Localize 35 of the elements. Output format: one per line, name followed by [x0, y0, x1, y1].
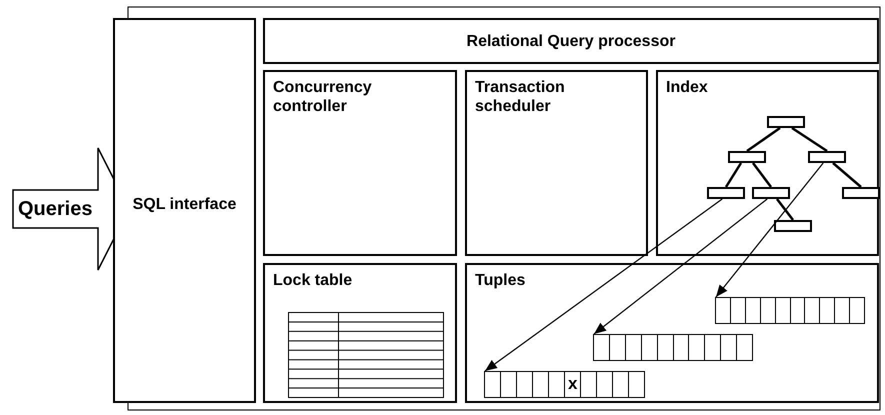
arrow-label: Queries — [18, 197, 92, 221]
box-title: Concurrency controller — [273, 78, 373, 116]
component-box — [465, 70, 648, 256]
tree-branch — [752, 162, 772, 188]
component-box — [113, 18, 256, 403]
tree-node — [707, 187, 745, 199]
tuple-array — [484, 371, 645, 398]
component-box — [656, 70, 879, 256]
tree-branch — [832, 162, 862, 188]
box-title: Tuples — [475, 271, 526, 290]
box-title: Index — [666, 78, 709, 97]
box-title: SQL interface — [132, 195, 238, 214]
cell-marker: x — [568, 374, 578, 394]
component-box — [263, 70, 457, 256]
tree-node — [752, 187, 790, 199]
box-title: Relational Query processor — [466, 32, 676, 51]
tree-branch — [776, 198, 794, 221]
tree-branch — [791, 126, 828, 152]
tree-branch — [746, 126, 781, 152]
tree-node — [767, 116, 805, 128]
component-box — [263, 18, 879, 64]
tree-branch — [724, 162, 742, 188]
tree-node — [842, 187, 880, 199]
tree-node — [808, 151, 846, 163]
pointer-arrow — [716, 162, 824, 298]
tuple-array — [715, 297, 865, 324]
box-title: Transaction scheduler — [475, 78, 566, 116]
component-box — [263, 263, 457, 403]
tree-node — [728, 151, 766, 163]
pointer-arrow — [484, 198, 723, 372]
component-box — [465, 263, 879, 403]
pointer-arrow — [594, 198, 768, 334]
tree-node — [774, 220, 812, 232]
box-title: Lock table — [273, 271, 354, 290]
tuple-array — [593, 334, 753, 361]
